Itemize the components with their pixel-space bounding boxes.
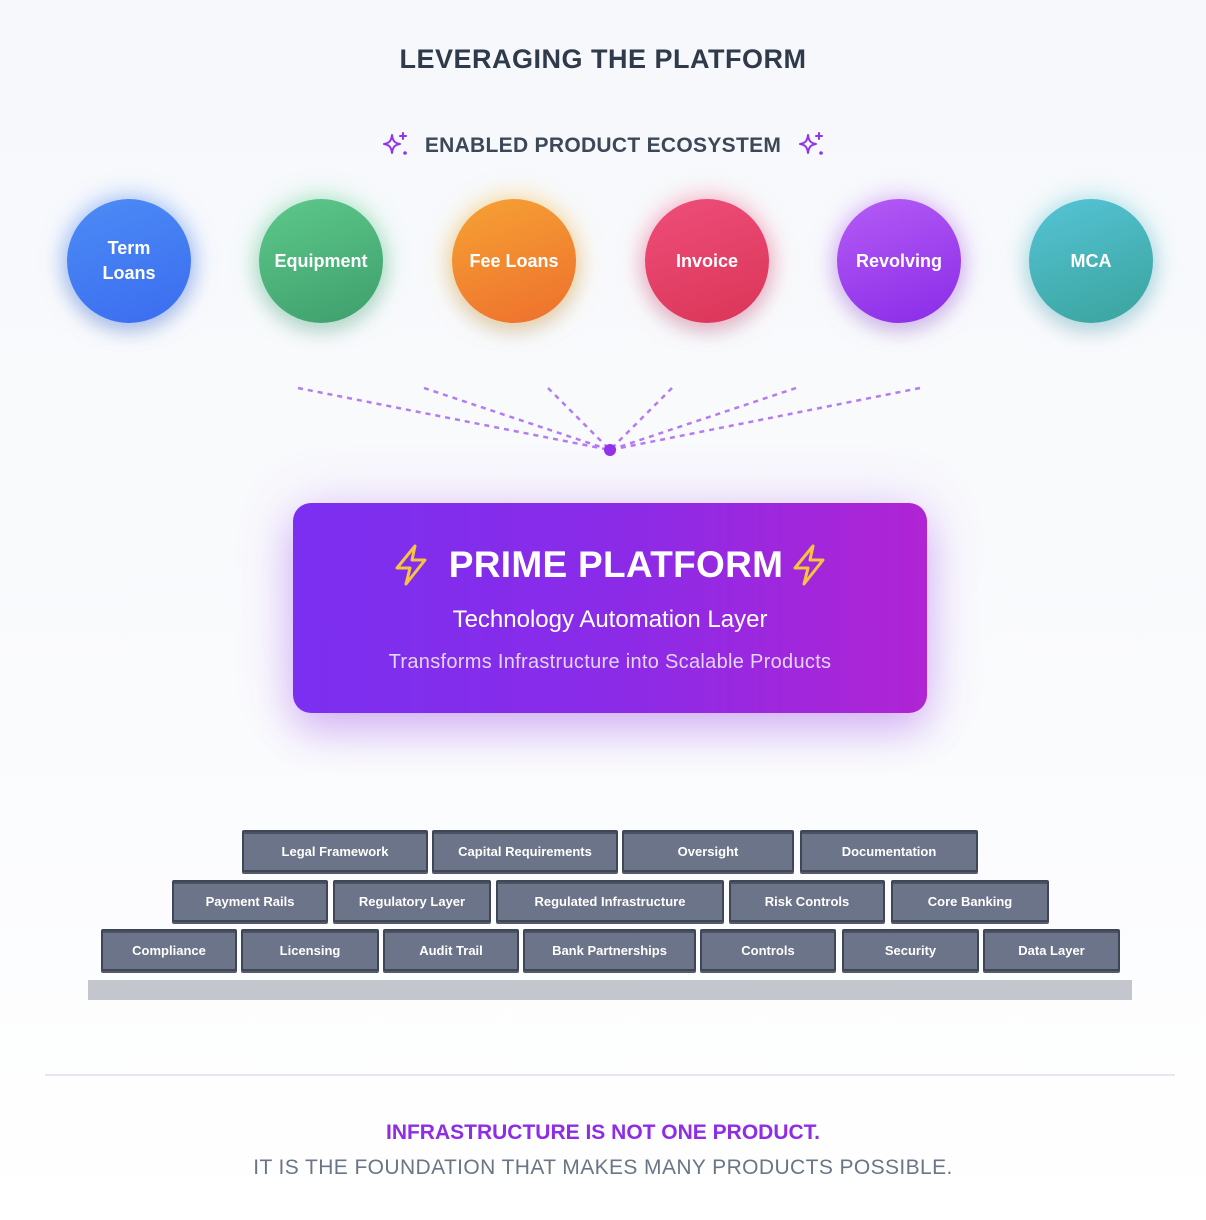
foundation-brick: Bank Partnerships xyxy=(523,929,696,971)
ecosystem-label: ENABLED PRODUCT ECOSYSTEM xyxy=(424,134,782,157)
connector-line xyxy=(423,386,611,452)
foundation-brick: Regulatory Layer xyxy=(333,880,491,922)
foundation-brick: Legal Framework xyxy=(242,830,428,872)
foundation-brick: Payment Rails xyxy=(172,880,328,922)
foundation-brick: Capital Requirements xyxy=(432,830,618,872)
ecosystem-header: ENABLED PRODUCT ECOSYSTEM xyxy=(0,130,1206,162)
platform-description: Transforms Infrastructure into Scalable … xyxy=(388,651,832,673)
sparkle-icon xyxy=(382,132,407,155)
foundation-base xyxy=(88,980,1132,1000)
prime-platform-card: PRIME PLATFORM Technology Automation Lay… xyxy=(293,503,927,713)
product-label: Revolving xyxy=(855,250,943,271)
platform-heading: PRIME PLATFORM xyxy=(293,543,927,587)
foundation-brick: Regulated Infrastructure xyxy=(496,880,724,922)
foundation-brick: Data Layer xyxy=(983,929,1120,971)
connector-line xyxy=(609,387,673,451)
foundation-brick: Documentation xyxy=(800,830,978,872)
platform-title: PRIME PLATFORM xyxy=(448,544,784,585)
product-circle: Term Loans xyxy=(67,199,191,323)
page-title: LEVERAGING THE PLATFORM xyxy=(399,44,807,74)
foundation-brick: Risk Controls xyxy=(729,880,885,922)
footer-headline: INFRASTRUCTURE IS NOT ONE PRODUCT. xyxy=(385,1121,820,1144)
connector-line xyxy=(609,386,797,452)
product-label: MCA xyxy=(1070,250,1112,271)
product-circle: Fee Loans xyxy=(452,199,576,323)
product-circle: Equipment xyxy=(259,199,383,323)
product-label: Equipment xyxy=(274,250,368,271)
connector-line xyxy=(547,387,611,451)
lightning-bolt-icon xyxy=(395,544,427,586)
connector-line xyxy=(297,386,611,452)
product-circle: MCA xyxy=(1029,199,1153,323)
foundation-brick: Audit Trail xyxy=(383,929,519,971)
foundation-brick: Security xyxy=(842,929,979,971)
product-label: Term Loans xyxy=(102,238,156,283)
foundation-brick: Core Banking xyxy=(891,880,1049,922)
product-circle: Invoice xyxy=(645,199,769,323)
sparkle-icon xyxy=(799,132,824,155)
connector-line xyxy=(609,386,921,452)
divider xyxy=(45,1074,1175,1076)
foundation-brick: Controls xyxy=(700,929,836,971)
product-label: Fee Loans xyxy=(469,250,559,271)
foundation-brick: Compliance xyxy=(101,929,237,971)
foundation-brick: Oversight xyxy=(622,830,794,872)
platform-subtitle: Technology Automation Layer xyxy=(452,606,768,633)
connector-hub xyxy=(604,444,616,456)
foundation-brick: Licensing xyxy=(241,929,379,971)
product-circle: Revolving xyxy=(837,199,961,323)
product-label: Invoice xyxy=(675,250,739,271)
lightning-bolt-icon xyxy=(793,544,825,586)
footer-tagline: IT IS THE FOUNDATION THAT MAKES MANY PRO… xyxy=(253,1156,953,1179)
connector-lines xyxy=(297,386,921,456)
